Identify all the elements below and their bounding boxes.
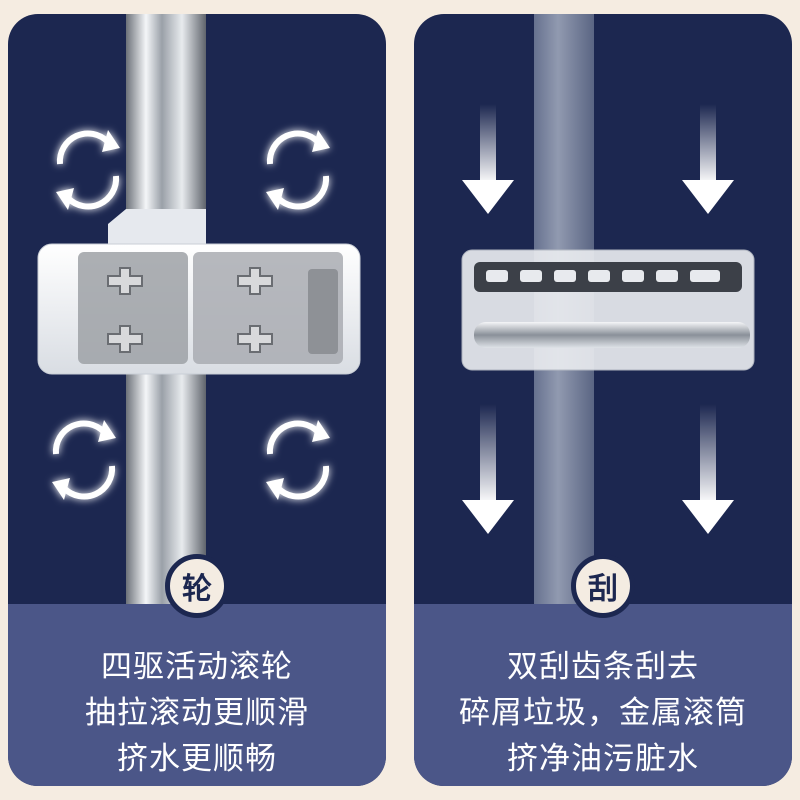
caption-line-1: 四驱活动滚轮 (101, 649, 293, 685)
caption-line-2: 抽拉滚动更顺滑 (85, 695, 309, 731)
right-feature-panel: 双刮齿条刮去 碎屑垃圾，金属滚筒 挤净油污脏水 刮 (414, 14, 792, 786)
caption-line-3: 挤水更顺畅 (117, 741, 277, 777)
caption-line-3: 挤净油污脏水 (507, 741, 699, 777)
down-arrow-icon (682, 104, 734, 214)
down-arrow-icon (682, 404, 734, 534)
rotate-arrows-icon (56, 130, 120, 210)
feature-badge: 刮 (571, 554, 635, 618)
metal-roller (474, 322, 750, 348)
caption-band: 双刮齿条刮去 碎屑垃圾，金属滚筒 挤净油污脏水 (414, 604, 792, 786)
rotate-arrows-icon (266, 420, 330, 500)
caption-line-1: 双刮齿条刮去 (507, 649, 699, 685)
feature-badge: 轮 (165, 554, 229, 618)
down-arrow-icon (462, 404, 514, 534)
rotate-arrows-icon (52, 420, 116, 500)
caption-band: 四驱活动滚轮 抽拉滚动更顺滑 挤水更顺畅 (8, 604, 386, 786)
scraper-clip-photo (461, 14, 755, 604)
rail-bracket (108, 209, 206, 254)
roller-clip-photo (37, 14, 361, 604)
down-arrow-icon (462, 104, 514, 214)
left-feature-panel: 四驱活动滚轮 抽拉滚动更顺滑 挤水更顺畅 轮 (8, 14, 386, 786)
rotate-arrows-icon (266, 130, 330, 210)
caption-line-2: 碎屑垃圾，金属滚筒 (459, 695, 747, 731)
